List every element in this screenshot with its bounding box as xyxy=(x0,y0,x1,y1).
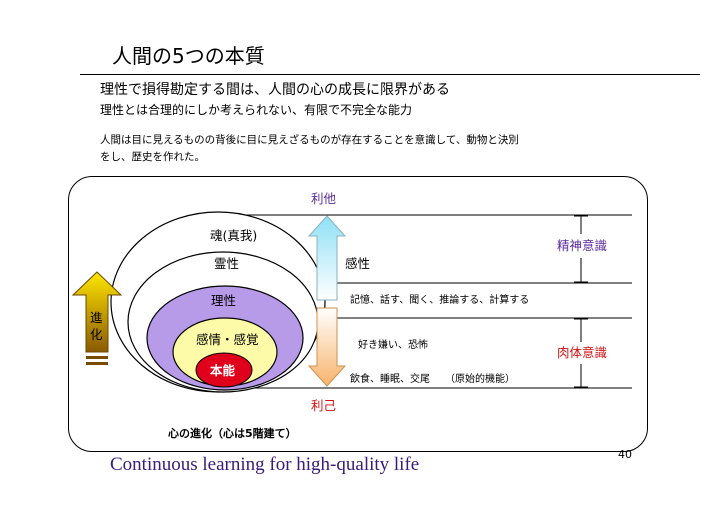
page-number: 40 xyxy=(618,448,632,461)
label-soul: 魂(真我) xyxy=(210,228,257,243)
diagram-frame xyxy=(68,176,648,452)
paragraph-line-1: 人間は目に見えるものの背後に目に見えざるものが存在することを意識して、動物と決別 xyxy=(100,134,519,146)
evolution-bar-1 xyxy=(86,356,108,359)
title-divider xyxy=(80,74,700,75)
label-reason: 理性 xyxy=(211,293,236,308)
altruism-up-arrow xyxy=(307,215,347,301)
diagram-caption: 心の進化（心は5階建て） xyxy=(168,426,297,440)
paragraph-line-2: をし、歴史を作れた。 xyxy=(100,151,205,163)
label-physical-consciousness: 肉体意識 xyxy=(557,345,607,360)
evolution-char-1: 進 xyxy=(90,310,103,325)
instinct-items: 飲食、睡眠、交尾 （原始的機能） xyxy=(350,372,515,385)
label-sensibility: 感性 xyxy=(345,256,370,271)
evolution-arrow xyxy=(71,271,123,353)
layer-instinct xyxy=(195,352,253,388)
main-heading: 理性で損得勘定する間は、人間の心の成長に限界がある xyxy=(100,82,450,98)
evolution-bar-2 xyxy=(86,362,108,365)
page-title: 人間の5つの本質 xyxy=(112,44,265,68)
label-altruism: 利他 xyxy=(311,191,337,206)
reason-items: 記憶、話す、聞く、推論する、計算する xyxy=(350,293,529,306)
footer-slogan: Continuous learning for high-quality lif… xyxy=(110,454,420,475)
label-spirit: 霊性 xyxy=(214,256,239,271)
label-egoism: 利己 xyxy=(311,398,336,413)
label-spiritual-consciousness: 精神意識 xyxy=(557,238,607,253)
label-emotion: 感情・感覚 xyxy=(196,332,259,347)
egoism-down-arrow xyxy=(307,307,347,387)
sub-heading: 理性とは合理的にしか考えられない、有限で不完全な能力 xyxy=(100,103,413,117)
emotion-items: 好き嫌い、恐怖 xyxy=(358,338,428,351)
label-instinct: 本能 xyxy=(210,363,236,378)
evolution-char-2: 化 xyxy=(90,327,103,342)
